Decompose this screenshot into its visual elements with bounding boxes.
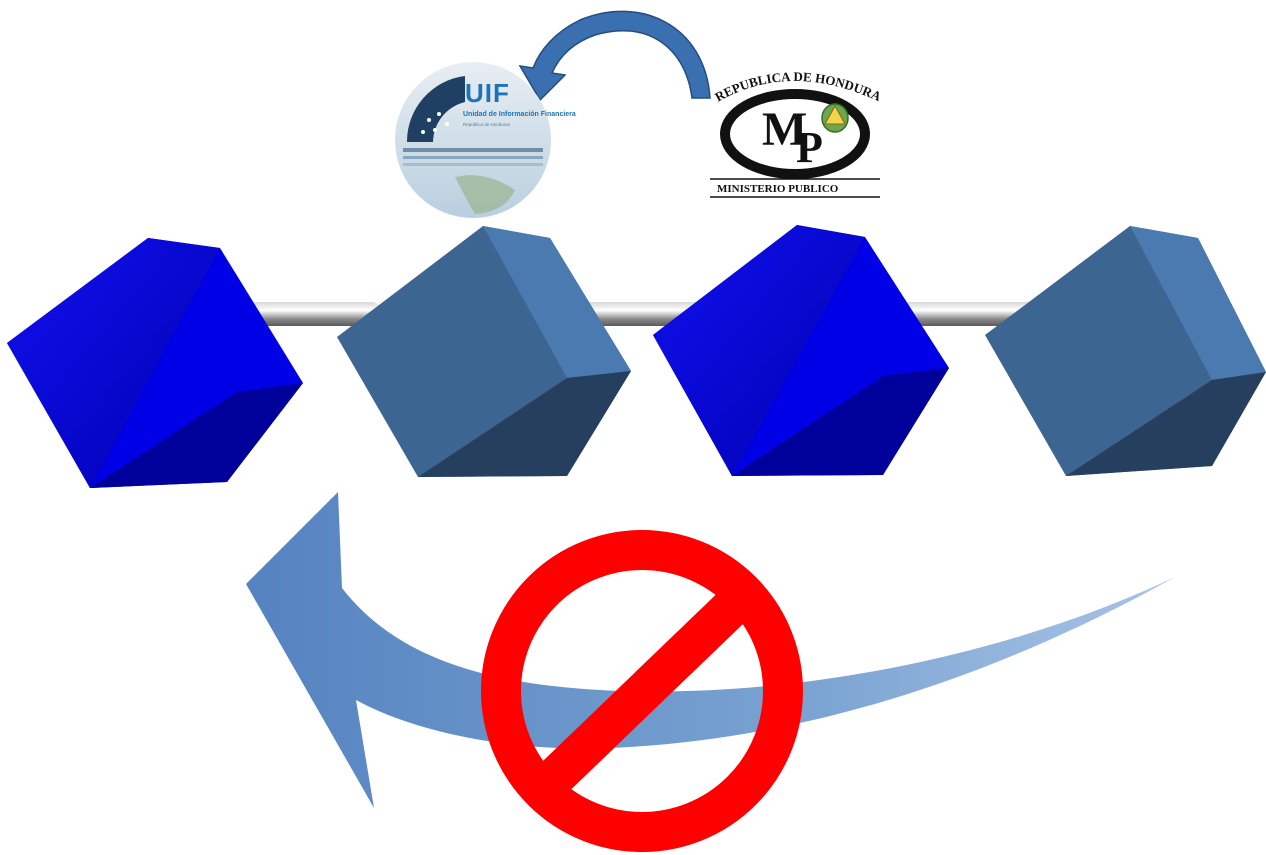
honduras-shield-icon xyxy=(822,104,848,132)
referral-arrow xyxy=(520,11,710,100)
connecting-rods xyxy=(213,302,1047,326)
uif-country: República de Honduras xyxy=(463,122,511,127)
chain-block-2 xyxy=(337,226,631,477)
chain-block-3 xyxy=(653,225,949,476)
uif-subtitle: Unidad de Información Financiera xyxy=(463,111,576,118)
chain-block-4 xyxy=(985,226,1266,476)
uif-title: UIF xyxy=(465,78,510,108)
mp-letter-p: P xyxy=(796,123,823,172)
chain-block-1 xyxy=(7,238,303,488)
curved-arrow-icon xyxy=(520,11,710,100)
mp-caption: MINISTERIO PUBLICO xyxy=(717,183,839,195)
